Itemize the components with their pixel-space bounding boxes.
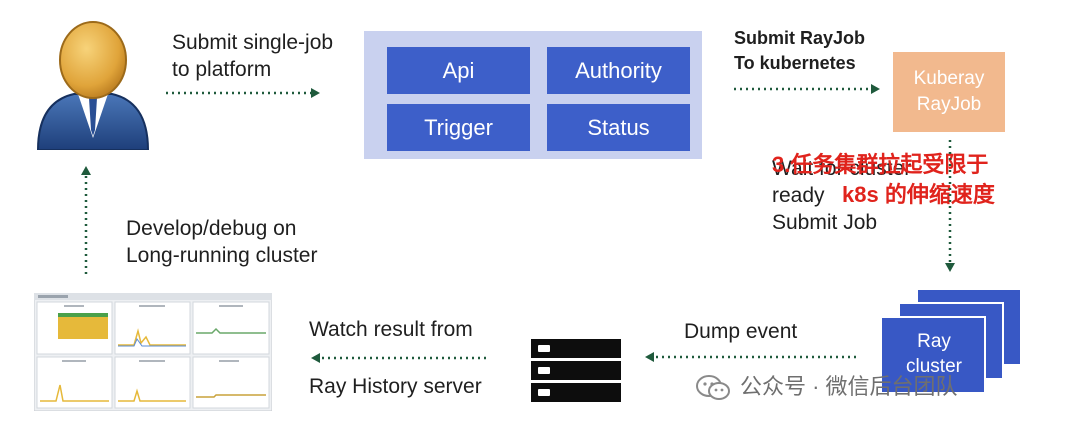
trigger-block: Trigger [387, 104, 530, 151]
watch-result-label-line1: Watch result from [309, 318, 473, 341]
user-avatar-icon [36, 21, 150, 150]
wait-steps-label: Wait for cluster ready Submit Job [772, 157, 912, 234]
kuberay-rayjob-box: Kuberay RayJob [893, 52, 1005, 132]
arrow-ray-to-history-server [645, 352, 860, 362]
ray-cluster-card-front [880, 316, 986, 394]
authority-block: Authority [547, 47, 690, 94]
arrow-server-to-dashboard [311, 353, 490, 363]
arrow-platform-to-kuberay [734, 84, 880, 94]
ray-cluster-label: Ray cluster [906, 331, 962, 377]
dump-event-label: Dump event [684, 320, 798, 343]
api-block: Api [387, 47, 530, 94]
server-bar-1 [531, 339, 621, 358]
scaling-annotation: 3.任务集群拉起受限于 k8s 的伸缩速度 [772, 152, 995, 207]
submit-single-job-label: Submit single-job to platform [172, 31, 334, 81]
dashboard-thumbnail [34, 293, 272, 411]
watch-result-label-line2: Ray History server [309, 375, 482, 398]
wechat-icon [696, 375, 730, 400]
arrow-dashboard-to-user [81, 166, 91, 274]
server-bar-3 [531, 383, 621, 402]
platform-panel: Api Authority Trigger Status [364, 31, 702, 159]
arrow-user-to-platform [166, 88, 320, 98]
server-bar-2 [531, 361, 621, 380]
submit-rayjob-label: Submit RayJob To kubernetes [734, 28, 866, 73]
develop-debug-label: Develop/debug on Long-running cluster [126, 217, 318, 267]
arrow-kuberay-to-ray-cluster [945, 140, 955, 272]
status-block: Status [547, 104, 690, 151]
watermark-text: 公众号 · 微信后台团队 [740, 374, 958, 399]
